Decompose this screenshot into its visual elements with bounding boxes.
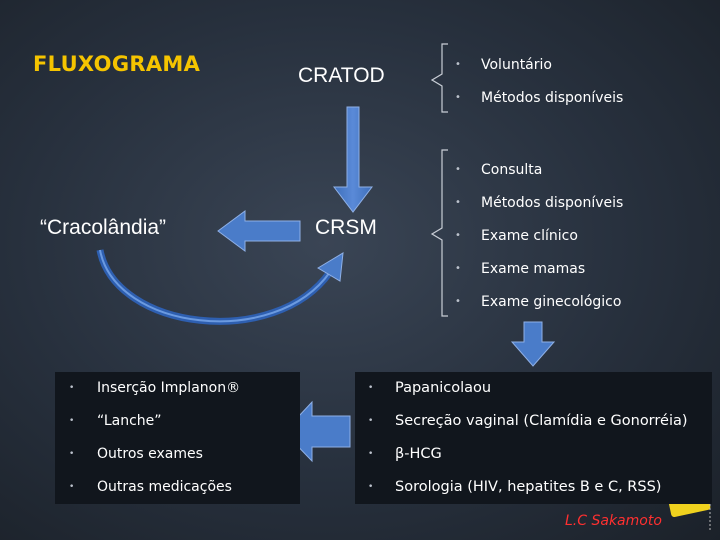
- page-title: FLUXOGRAMA: [33, 52, 201, 76]
- brace-icon: [430, 43, 448, 113]
- down-arrow-icon: [332, 106, 374, 213]
- list-item: •Exame mamas: [455, 261, 586, 277]
- list-item-label: “Lanche”: [97, 413, 162, 429]
- list-item-label: Exame clínico: [481, 228, 578, 244]
- left-arrow-icon: [217, 210, 301, 252]
- list-item: •Exame ginecológico: [455, 294, 622, 310]
- crsm-list: •Consulta •Métodos disponíveis •Exame cl…: [455, 161, 623, 326]
- left-box: •Inserção Implanon® •“Lanche” •Outros ex…: [55, 372, 300, 504]
- list-item-label: Métodos disponíveis: [481, 90, 624, 106]
- node-cracolandia: “Cracolândia”: [40, 216, 167, 239]
- list-item: •Sorologia (HIV, hepatites B e C, RSS): [368, 479, 662, 495]
- left-box-list: •Inserção Implanon® •“Lanche” •Outros ex…: [55, 372, 300, 504]
- list-item-label: Voluntário: [481, 57, 552, 73]
- node-cratod: CRATOD: [298, 64, 385, 87]
- list-item: •Voluntário: [455, 57, 552, 73]
- list-item: •Secreção vaginal (Clamídia e Gonorréia): [368, 413, 688, 429]
- list-item: •Métodos disponíveis: [455, 195, 624, 211]
- list-item-label: Inserção Implanon®: [97, 380, 241, 396]
- list-item-label: β-HCG: [395, 446, 442, 462]
- curved-arrow-icon: [96, 249, 333, 325]
- list-item-label: Exame mamas: [481, 261, 586, 277]
- list-item: •Inserção Implanon®: [69, 380, 241, 396]
- curved-arrowhead-icon: [317, 252, 344, 282]
- list-item: •Exame clínico: [455, 228, 578, 244]
- brace-icon: [430, 149, 448, 317]
- list-item-label: Outras medicações: [97, 479, 232, 495]
- list-item-label: Outros exames: [97, 446, 203, 462]
- list-item: •“Lanche”: [69, 413, 162, 429]
- list-item-label: Consulta: [481, 162, 543, 178]
- down-arrow-icon: [510, 321, 556, 367]
- list-item: •Métodos disponíveis: [455, 90, 624, 106]
- list-item: •Outras medicações: [69, 479, 232, 495]
- right-box-list: •Papanicolaou •Secreção vaginal (Clamídi…: [355, 372, 712, 504]
- list-item-label: Papanicolaou: [395, 380, 492, 396]
- list-item: •Outros exames: [69, 446, 203, 462]
- list-item: •Consulta: [455, 162, 543, 178]
- signature: L.C Sakamoto: [565, 513, 662, 529]
- list-item-label: Métodos disponíveis: [481, 195, 624, 211]
- cratod-list: •Voluntário •Métodos disponíveis: [455, 56, 623, 122]
- node-crsm: CRSM: [315, 216, 377, 239]
- list-item-label: Secreção vaginal (Clamídia e Gonorréia): [395, 413, 688, 429]
- list-item: •β-HCG: [368, 446, 442, 462]
- right-box: •Papanicolaou •Secreção vaginal (Clamídi…: [355, 372, 712, 504]
- list-item: •Papanicolaou: [368, 380, 492, 396]
- list-item-label: Exame ginecológico: [481, 294, 622, 310]
- list-item-label: Sorologia (HIV, hepatites B e C, RSS): [395, 479, 662, 495]
